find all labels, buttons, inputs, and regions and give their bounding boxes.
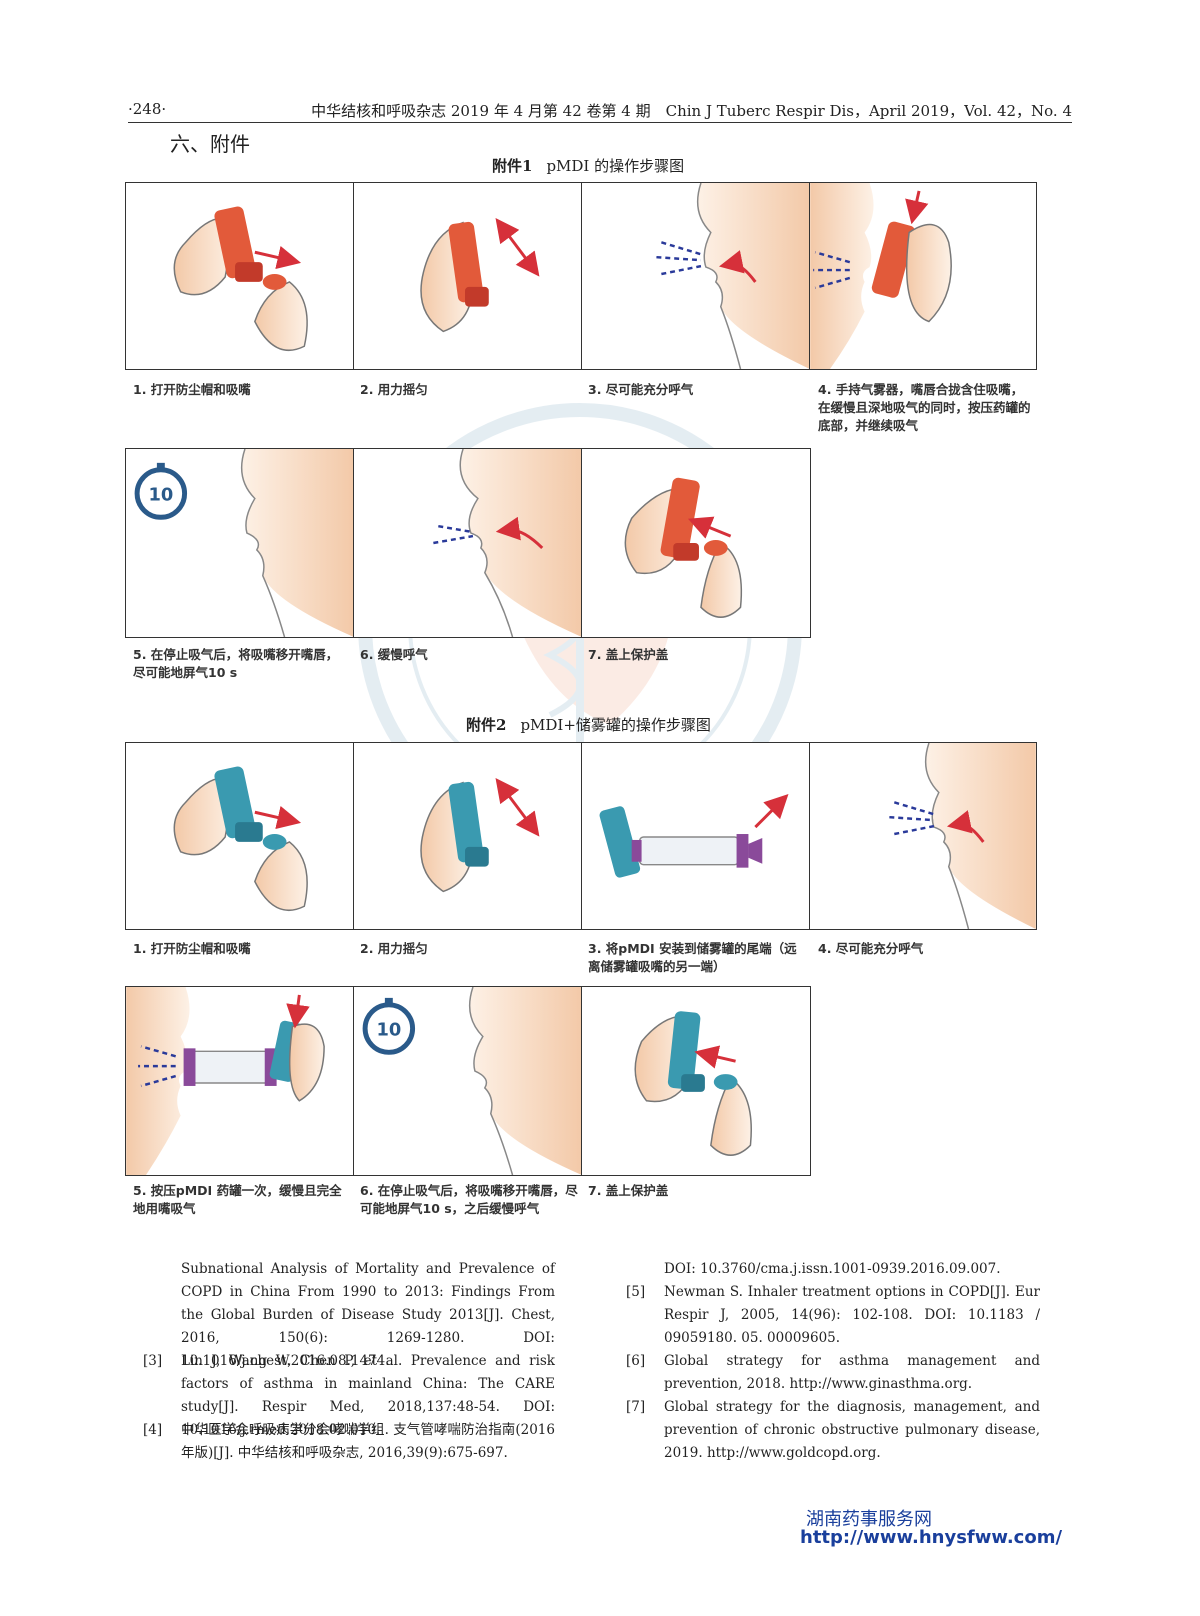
fig2-step4-caption: 4. 尽可能充分呼气 (818, 941, 924, 956)
fig2-step6-illustration: 10 (353, 986, 583, 1176)
timer-icon: 10 (134, 462, 188, 520)
figure2-label: 附件2 (466, 716, 507, 734)
figure1-label: 附件1 (492, 157, 533, 175)
fig2-step2-illustration (353, 742, 583, 930)
fig2-step5-caption: 5. 按压pMDI 药罐一次，缓慢且完全地用嘴吸气 (133, 1183, 342, 1216)
running-header: ·248· 中华结核和呼吸杂志 2019 年 4 月第 42 卷第 4 期 Ch… (128, 100, 1072, 123)
fig2-step6-caption: 6. 在停止吸气后，将吸嘴移开嘴唇，尽可能地屏气10 s，之后缓慢呼气 (360, 1183, 578, 1216)
fig2-step1-illustration (125, 742, 355, 930)
fig2-step4-illustration (809, 742, 1037, 930)
fig1-step2-caption: 2. 用力摇匀 (360, 382, 428, 397)
fig1-step5-illustration: 10 (125, 448, 355, 638)
timer-value: 10 (376, 1019, 401, 1040)
fig2-step7-caption: 7. 盖上保护盖 (588, 1183, 669, 1198)
fig2-step1-caption: 1. 打开防尘帽和吸嘴 (133, 941, 251, 956)
figure1-caption: pMDI 的操作步骤图 (546, 157, 685, 175)
section-title: 六、附件 (170, 132, 250, 156)
fig1-step7-caption: 7. 盖上保护盖 (588, 647, 669, 662)
fig1-step1-illustration (125, 182, 355, 370)
figure2-caption: pMDI+储雾罐的操作步骤图 (520, 716, 711, 734)
fig1-step6-caption: 6. 缓慢呼气 (360, 647, 428, 662)
site-url[interactable]: http://www.hnysfww.com/ (800, 1527, 1063, 1548)
fig1-step6-illustration (353, 448, 583, 638)
fig1-step5-caption: 5. 在停止吸气后，将吸嘴移开嘴唇，尽可能地屏气10 s (133, 647, 339, 680)
timer-value: 10 (148, 484, 173, 505)
fig1-step3-caption: 3. 尽可能充分呼气 (588, 382, 694, 397)
fig2-step5-illustration (125, 986, 355, 1176)
fig2-step3-illustration (581, 742, 811, 930)
site-name: 湖南药事服务网 (806, 1509, 932, 1530)
fig1-step4-illustration (809, 182, 1037, 370)
fig1-step1-caption: 1. 打开防尘帽和吸嘴 (133, 382, 251, 397)
journal-citation: 中华结核和呼吸杂志 2019 年 4 月第 42 卷第 4 期 Chin J T… (311, 102, 1072, 120)
fig2-step7-illustration (581, 986, 811, 1176)
fig1-step4-caption: 4. 手持气雾器，嘴唇合拢含住吸嘴，在缓慢且深地吸气的同时，按压药罐的底部，并继… (818, 382, 1031, 433)
figure1-title: 附件1 pMDI 的操作步骤图 (492, 155, 684, 176)
fig1-step7-illustration (581, 448, 811, 638)
fig1-step2-illustration (353, 182, 583, 370)
fig2-step3-caption: 3. 将pMDI 安装到储雾罐的尾端（远离储雾罐吸嘴的另一端） (588, 941, 797, 974)
fig1-step3-illustration (581, 182, 811, 370)
fig2-step2-caption: 2. 用力摇匀 (360, 941, 428, 956)
figure2-title: 附件2 pMDI+储雾罐的操作步骤图 (466, 714, 711, 735)
page-number: ·248· (128, 100, 167, 118)
timer-icon: 10 (362, 997, 416, 1055)
